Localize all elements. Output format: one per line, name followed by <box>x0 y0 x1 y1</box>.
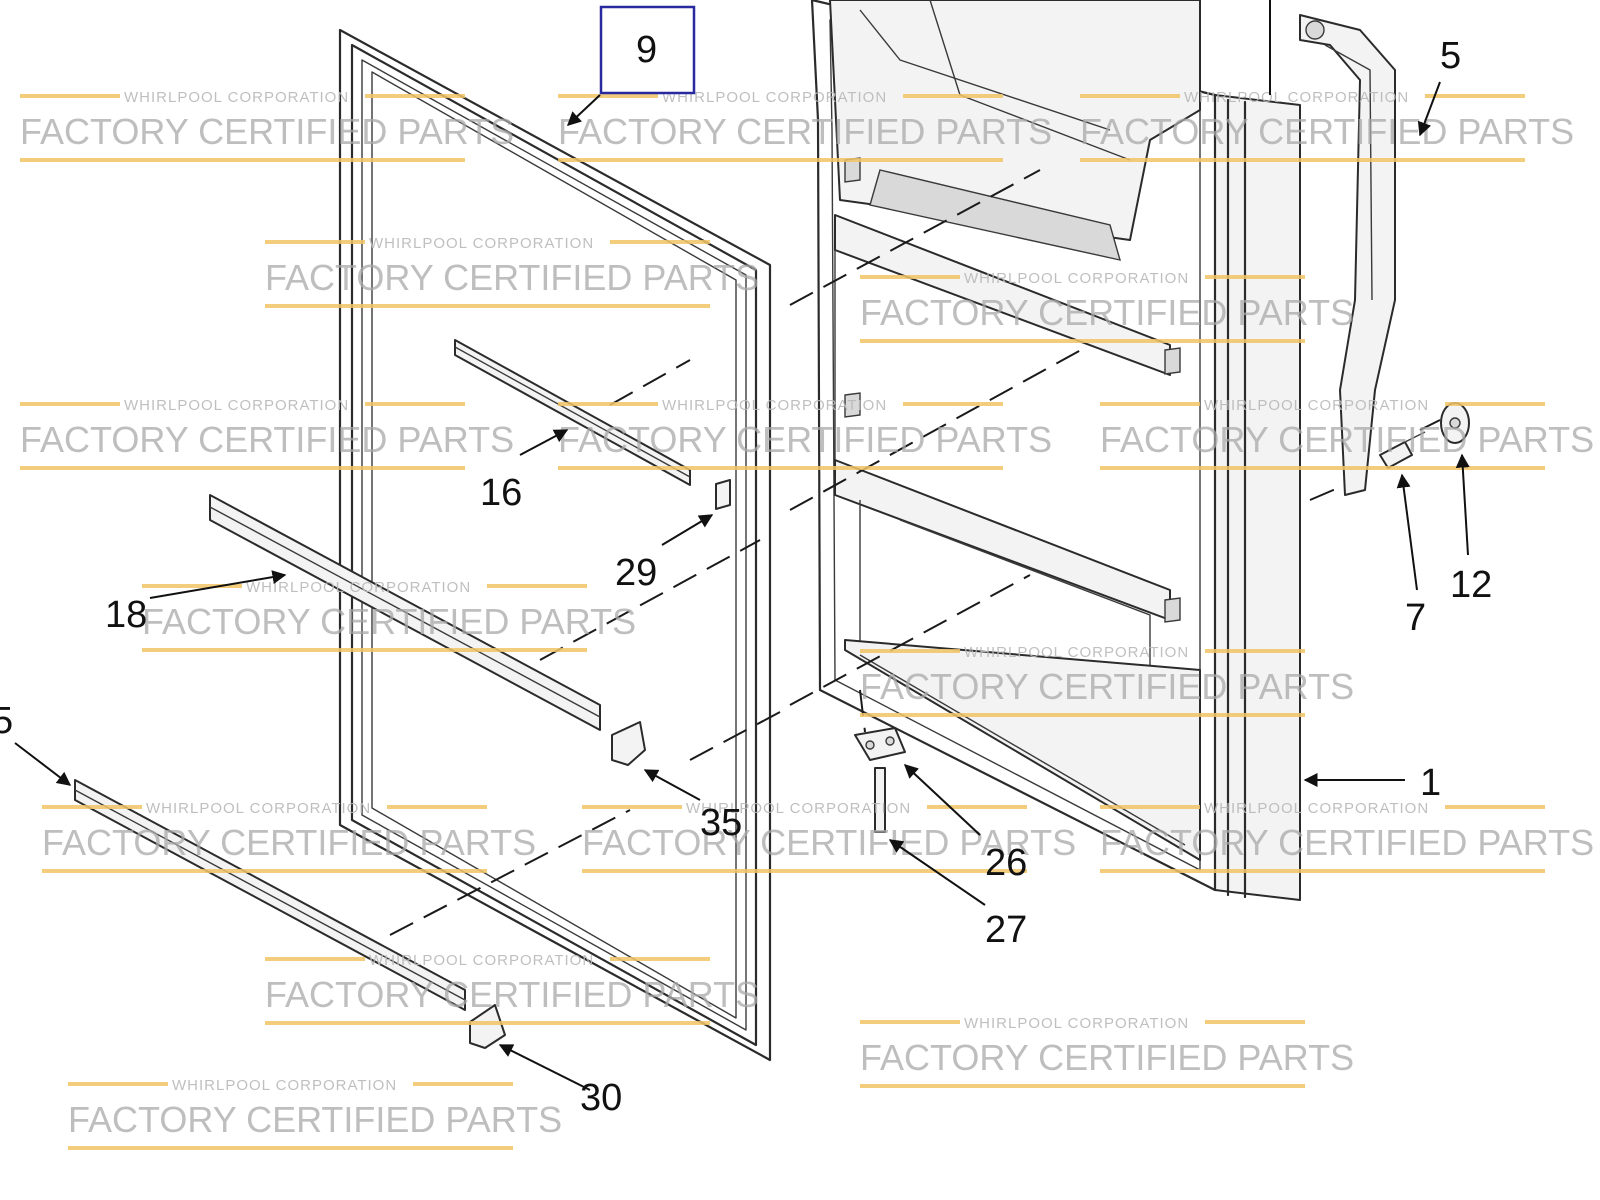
callout-15-partial[interactable]: 5 <box>0 700 13 742</box>
watermark-13: WHIRLPOOL CORPORATION FACTORY CERTIFIED … <box>1100 800 1594 873</box>
leader-12 <box>1455 453 1470 556</box>
watermark-7: WHIRLPOOL CORPORATION FACTORY CERTIFIED … <box>558 397 1052 470</box>
callout-labels: 9 5 16 29 18 12 7 35 1 26 27 30 5 <box>0 29 1492 1119</box>
svg-text:FACTORY CERTIFIED PARTS: FACTORY CERTIFIED PARTS <box>558 419 1052 460</box>
leader-35 <box>643 769 701 801</box>
leader-29 <box>661 514 714 546</box>
svg-text:WHIRLPOOL CORPORATION: WHIRLPOOL CORPORATION <box>246 579 471 596</box>
watermark-5: WHIRLPOOL CORPORATION FACTORY CERTIFIED … <box>860 270 1354 343</box>
door-hinge <box>1299 14 1396 496</box>
callout-7[interactable]: 7 <box>1405 597 1426 639</box>
hinge-screw <box>1379 431 1426 469</box>
svg-text:FACTORY CERTIFIED PARTS: FACTORY CERTIFIED PARTS <box>1080 111 1574 152</box>
callout-9[interactable]: 9 <box>636 29 657 71</box>
svg-text:WHIRLPOOL CORPORATION: WHIRLPOOL CORPORATION <box>146 800 371 817</box>
svg-text:FACTORY CERTIFIED PARTS: FACTORY CERTIFIED PARTS <box>20 111 514 152</box>
svg-text:FACTORY CERTIFIED PARTS: FACTORY CERTIFIED PARTS <box>1100 419 1594 460</box>
svg-text:WHIRLPOOL CORPORATION: WHIRLPOOL CORPORATION <box>124 89 349 106</box>
watermark-8: WHIRLPOOL CORPORATION FACTORY CERTIFIED … <box>1100 397 1594 470</box>
watermark-14: WHIRLPOOL CORPORATION FACTORY CERTIFIED … <box>265 952 759 1025</box>
watermark-2: WHIRLPOOL CORPORATION FACTORY CERTIFIED … <box>558 89 1052 162</box>
watermark-layer: WHIRLPOOL CORPORATION FACTORY CERTIFIED … <box>20 89 1594 1150</box>
svg-text:WHIRLPOOL CORPORATION: WHIRLPOOL CORPORATION <box>124 397 349 414</box>
callout-18[interactable]: 18 <box>105 594 147 636</box>
leader-15 <box>14 742 72 786</box>
watermark-10: WHIRLPOOL CORPORATION FACTORY CERTIFIED … <box>860 644 1354 717</box>
leader-9 <box>566 94 601 126</box>
svg-text:FACTORY CERTIFIED PARTS: FACTORY CERTIFIED PARTS <box>68 1099 562 1140</box>
callout-27[interactable]: 27 <box>985 909 1027 951</box>
clip-29 <box>715 479 731 510</box>
callout-5[interactable]: 5 <box>1440 35 1461 77</box>
callout-1[interactable]: 1 <box>1420 762 1441 804</box>
leader-30 <box>498 1044 591 1091</box>
callout-30[interactable]: 30 <box>580 1077 622 1119</box>
selected-part-box[interactable] <box>599 5 696 95</box>
watermark-1: WHIRLPOOL CORPORATION FACTORY CERTIFIED … <box>20 89 514 162</box>
callout-29[interactable]: 29 <box>615 552 657 594</box>
watermark-6: WHIRLPOOL CORPORATION FACTORY CERTIFIED … <box>20 397 514 470</box>
callout-26[interactable]: 26 <box>985 842 1027 884</box>
watermark-16: WHIRLPOOL CORPORATION FACTORY CERTIFIED … <box>68 1077 562 1150</box>
svg-text:FACTORY CERTIFIED PARTS: FACTORY CERTIFIED PARTS <box>1100 822 1594 863</box>
shelf-bar-16 <box>454 339 691 486</box>
callout-12[interactable]: 12 <box>1450 564 1492 606</box>
end-cap-30 <box>469 1004 506 1049</box>
svg-text:WHIRLPOOL CORPORATION: WHIRLPOOL CORPORATION <box>1204 397 1429 414</box>
svg-text:WHIRLPOOL CORPORATION: WHIRLPOOL CORPORATION <box>662 89 887 106</box>
svg-text:FACTORY CERTIFIED PARTS: FACTORY CERTIFIED PARTS <box>860 292 1354 333</box>
leader-27 <box>888 839 986 906</box>
svg-text:FACTORY CERTIFIED PARTS: FACTORY CERTIFIED PARTS <box>860 666 1354 707</box>
bottom-hinge-26 <box>854 727 906 761</box>
svg-text:FACTORY CERTIFIED PARTS: FACTORY CERTIFIED PARTS <box>860 1037 1354 1078</box>
shelf-bar-18 <box>209 494 601 731</box>
bottom-screw-27 <box>874 767 886 833</box>
watermark-15: WHIRLPOOL CORPORATION FACTORY CERTIFIED … <box>860 1015 1354 1088</box>
svg-text:WHIRLPOOL CORPORATION: WHIRLPOOL CORPORATION <box>369 235 594 252</box>
watermark-9: WHIRLPOOL CORPORATION FACTORY CERTIFIED … <box>142 579 636 652</box>
watermark-3: WHIRLPOOL CORPORATION FACTORY CERTIFIED … <box>1080 89 1574 162</box>
svg-text:WHIRLPOOL CORPORATION: WHIRLPOOL CORPORATION <box>172 1077 397 1094</box>
callout-35[interactable]: 35 <box>700 802 742 844</box>
callout-16[interactable]: 16 <box>480 472 522 514</box>
alignment-lines <box>389 169 1441 936</box>
end-cap-35 <box>611 721 646 766</box>
svg-text:WHIRLPOOL CORPORATION: WHIRLPOOL CORPORATION <box>1184 89 1409 106</box>
svg-text:WHIRLPOOL CORPORATION: WHIRLPOOL CORPORATION <box>686 800 911 817</box>
svg-text:WHIRLPOOL CORPORATION: WHIRLPOOL CORPORATION <box>964 644 1189 661</box>
watermark-12: WHIRLPOOL CORPORATION FACTORY CERTIFIED … <box>582 800 1076 873</box>
svg-text:FACTORY CERTIFIED PARTS: FACTORY CERTIFIED PARTS <box>142 601 636 642</box>
svg-text:FACTORY CERTIFIED PARTS: FACTORY CERTIFIED PARTS <box>265 257 759 298</box>
watermark-4: WHIRLPOOL CORPORATION FACTORY CERTIFIED … <box>265 235 759 308</box>
leader-26 <box>903 764 981 836</box>
svg-text:WHIRLPOOL CORPORATION: WHIRLPOOL CORPORATION <box>369 952 594 969</box>
svg-text:FACTORY CERTIFIED PARTS: FACTORY CERTIFIED PARTS <box>42 822 536 863</box>
watermark-11: WHIRLPOOL CORPORATION FACTORY CERTIFIED … <box>42 800 536 873</box>
svg-text:WHIRLPOOL CORPORATION: WHIRLPOOL CORPORATION <box>964 270 1189 287</box>
svg-text:FACTORY CERTIFIED PARTS: FACTORY CERTIFIED PARTS <box>265 974 759 1015</box>
svg-text:FACTORY CERTIFIED PARTS: FACTORY CERTIFIED PARTS <box>20 419 514 460</box>
svg-text:FACTORY CERTIFIED PARTS: FACTORY CERTIFIED PARTS <box>582 822 1076 863</box>
svg-text:FACTORY CERTIFIED PARTS: FACTORY CERTIFIED PARTS <box>558 111 1052 152</box>
svg-text:WHIRLPOOL CORPORATION: WHIRLPOOL CORPORATION <box>1204 800 1429 817</box>
svg-text:WHIRLPOOL CORPORATION: WHIRLPOOL CORPORATION <box>964 1015 1189 1032</box>
leader-5 <box>1417 81 1441 137</box>
svg-text:WHIRLPOOL CORPORATION: WHIRLPOOL CORPORATION <box>662 397 887 414</box>
door-gasket <box>338 28 772 1062</box>
leader-18 <box>149 570 287 599</box>
leader-16 <box>519 429 569 456</box>
leader-lines <box>14 0 1470 1091</box>
leader-7 <box>1396 473 1418 591</box>
shelf-bar-15 <box>74 779 466 1011</box>
